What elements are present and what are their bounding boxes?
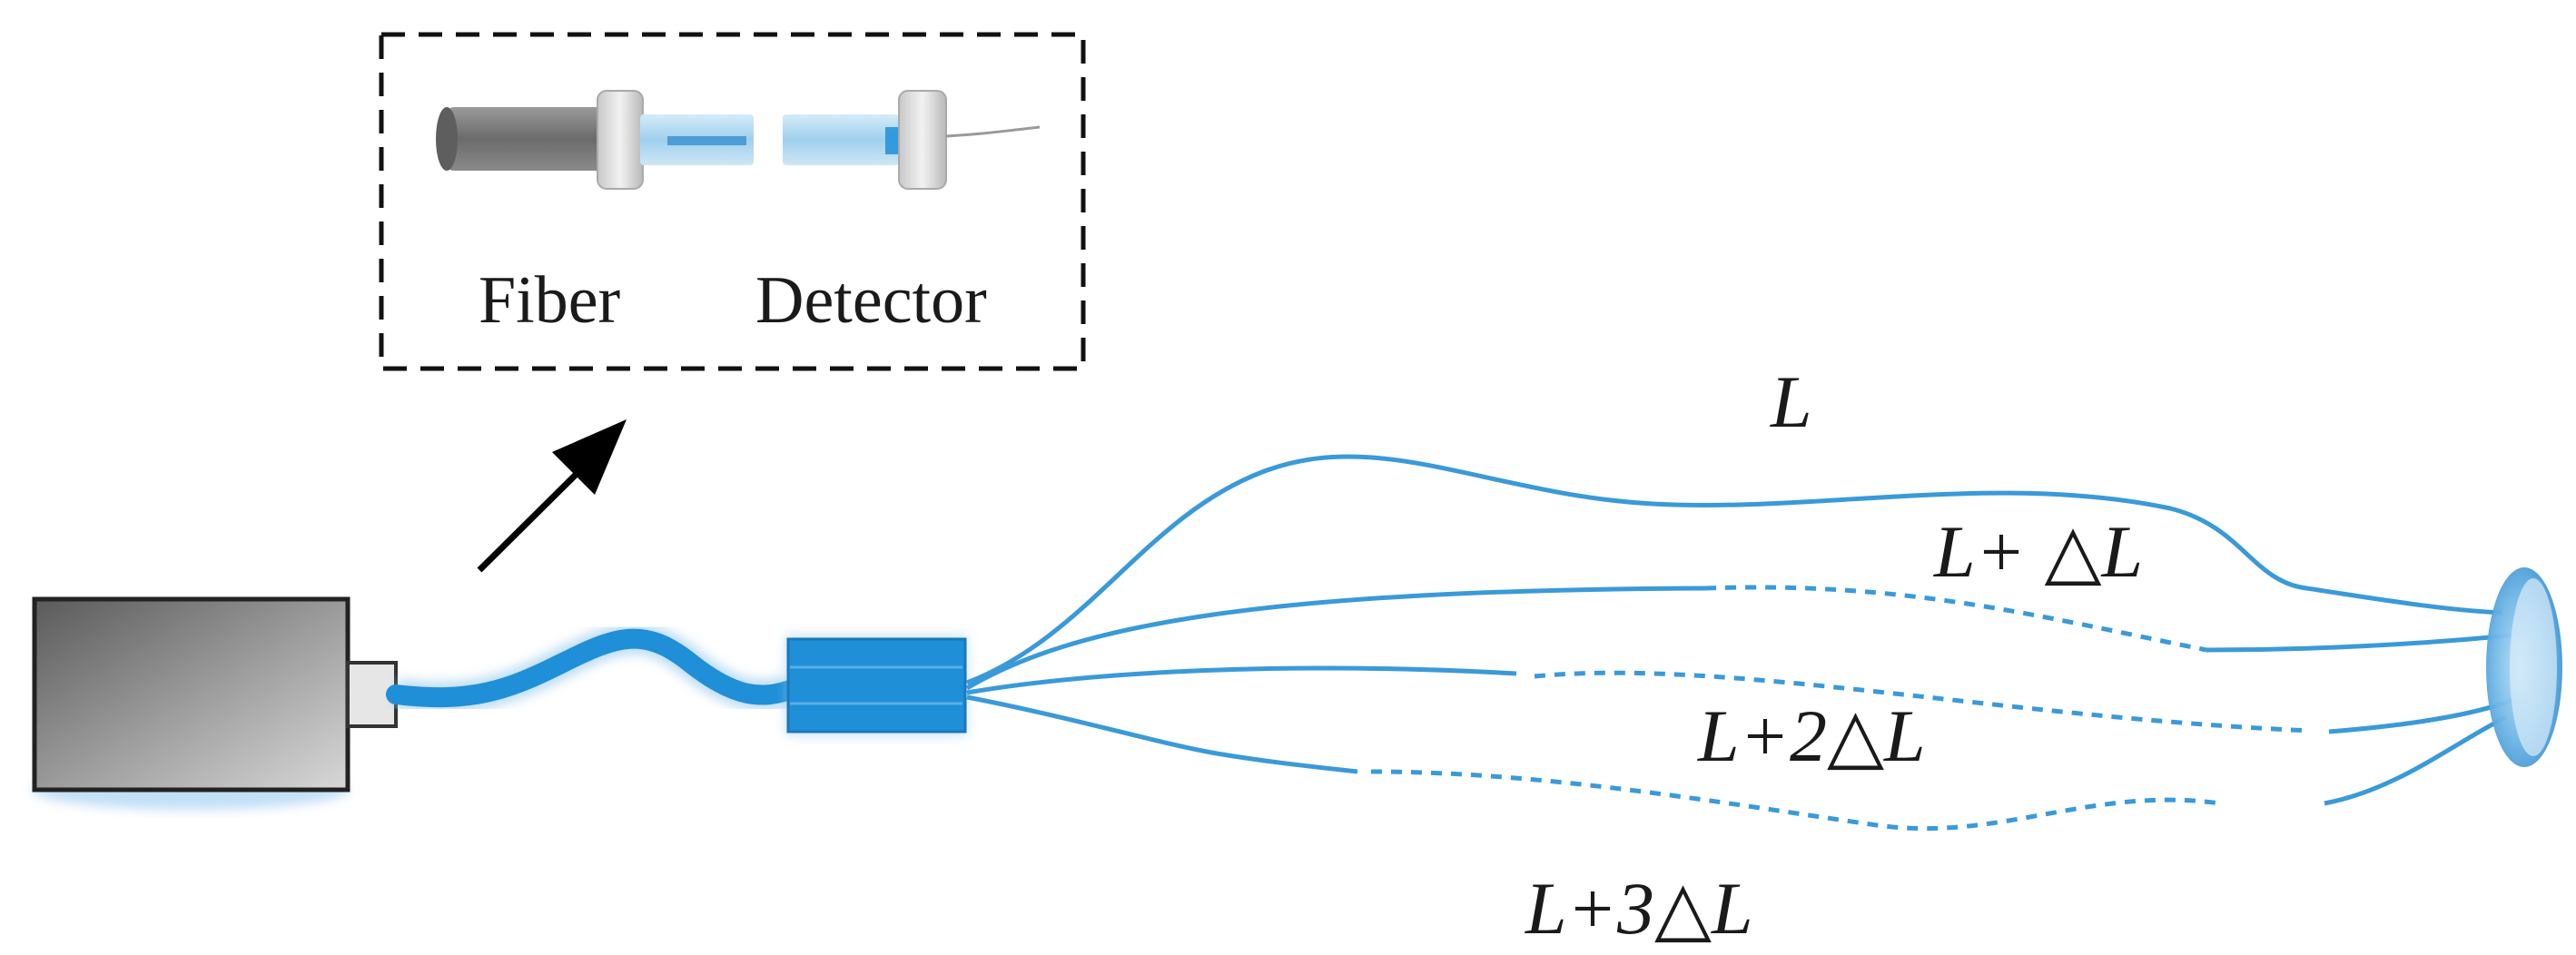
label-path-1: L bbox=[1770, 360, 1812, 443]
fiber-branch-L-plus-2-dashed bbox=[1534, 670, 2312, 733]
inset-detector-label: Detector bbox=[755, 263, 987, 338]
fiber-branch-L bbox=[966, 454, 2502, 685]
label-path-3: L+2△L bbox=[1697, 694, 1926, 777]
fiber-branch-L-plus-3-dashed bbox=[1370, 769, 2221, 832]
fiber-branch-L-plus-1-dashed bbox=[1704, 585, 2207, 653]
fiber-branch-L-plus-1-end bbox=[2206, 633, 2512, 653]
fiber-branch-L-plus-3-end bbox=[2324, 714, 2508, 806]
label-path-2: L+ △L bbox=[1933, 510, 2143, 593]
lens-target-icon bbox=[2486, 567, 2562, 767]
detector-connector-icon bbox=[783, 90, 1041, 190]
inset-dashed-border bbox=[379, 32, 1086, 371]
fiber-branch-L-plus-2 bbox=[966, 665, 1517, 695]
label-path-4: L+3△L bbox=[1525, 867, 1753, 950]
inset-panel: Fiber Detector bbox=[379, 32, 1086, 371]
inset-fiber-label: Fiber bbox=[479, 263, 620, 338]
callout-arrow bbox=[477, 419, 627, 573]
fiber-branch-L-plus-3 bbox=[966, 694, 1358, 774]
light-source-box-icon bbox=[32, 596, 398, 810]
main-fiber-cable bbox=[386, 623, 800, 714]
fiber-coupler-icon bbox=[785, 635, 967, 735]
fiber-connector-icon bbox=[436, 90, 754, 190]
fiber-branch-L-plus-1 bbox=[965, 586, 1706, 691]
